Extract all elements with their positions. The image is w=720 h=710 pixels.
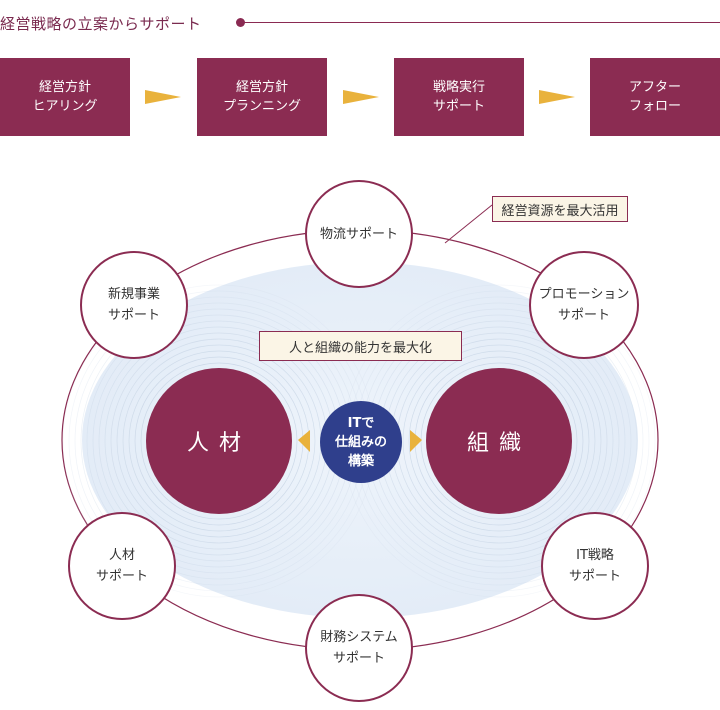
node-new-business-line2: サポート bbox=[107, 308, 160, 323]
step-followup-line2: フォロー bbox=[628, 99, 681, 114]
node-finance-line2: サポート bbox=[332, 651, 385, 666]
ripple-ring bbox=[402, 344, 596, 538]
heading-dot bbox=[236, 18, 245, 27]
step-execution: 戦略実行 サポート bbox=[394, 58, 524, 136]
core-people: 人材 bbox=[146, 368, 292, 514]
center-line1: ITで bbox=[347, 415, 375, 431]
node-hr-support: 人材 サポート bbox=[68, 512, 176, 620]
step-arrow-icon bbox=[539, 90, 575, 104]
ripple-ring bbox=[408, 350, 590, 532]
heading-rule bbox=[242, 22, 720, 23]
resources-label: 経営資源を最大活用 bbox=[492, 196, 628, 222]
node-finance-line1: 財務システム bbox=[320, 630, 398, 645]
node-new-business: 新規事業 サポート bbox=[80, 251, 188, 359]
node-promotion: プロモーション サポート bbox=[529, 251, 639, 359]
node-logistics-line1: 物流サポート bbox=[319, 226, 398, 242]
step-execution-line2: サポート bbox=[432, 99, 485, 114]
step-arrow-icon bbox=[343, 90, 379, 104]
section-heading: 経営戦略の立案からサポート bbox=[0, 15, 202, 33]
node-it-strategy: IT戦略 サポート bbox=[541, 512, 649, 620]
step-hearing-line1: 経営方針 bbox=[38, 80, 91, 95]
node-logistics: 物流サポート bbox=[305, 180, 413, 288]
center-it-system: ITで 仕組みの 構築 bbox=[320, 401, 402, 483]
step-execution-line1: 戦略実行 bbox=[432, 80, 485, 95]
step-planning: 経営方針 プランニング bbox=[197, 58, 327, 136]
node-promotion-line2: サポート bbox=[557, 308, 610, 323]
resources-leader-line bbox=[444, 204, 493, 244]
center-line3: 構築 bbox=[347, 453, 374, 469]
node-finance: 財務システム サポート bbox=[305, 594, 413, 702]
node-hr-line1: 人材 bbox=[108, 548, 135, 563]
step-followup: アフター フォロー bbox=[590, 58, 720, 136]
node-new-business-line1: 新規事業 bbox=[107, 287, 160, 302]
step-followup-line1: アフター bbox=[628, 80, 681, 95]
arrow-right-icon bbox=[410, 430, 422, 452]
node-promotion-line1: プロモーション bbox=[538, 287, 630, 302]
node-hr-line2: サポート bbox=[95, 569, 148, 584]
step-hearing-line2: ヒアリング bbox=[32, 99, 98, 114]
step-arrow-icon bbox=[145, 90, 181, 104]
node-it-strategy-line1: IT戦略 bbox=[576, 548, 614, 563]
step-planning-line2: プランニング bbox=[222, 99, 301, 114]
ripple-ring bbox=[140, 362, 298, 520]
node-it-strategy-line2: サポート bbox=[568, 569, 621, 584]
core-organization: 組織 bbox=[426, 368, 572, 514]
arrow-left-icon bbox=[298, 430, 310, 452]
step-planning-line1: 経営方針 bbox=[235, 80, 288, 95]
ripple-ring bbox=[122, 344, 316, 538]
maximize-label: 人と組織の能力を最大化 bbox=[259, 331, 462, 361]
center-line2: 仕組みの bbox=[334, 434, 387, 450]
step-hearing: 経営方針 ヒアリング bbox=[0, 58, 130, 136]
